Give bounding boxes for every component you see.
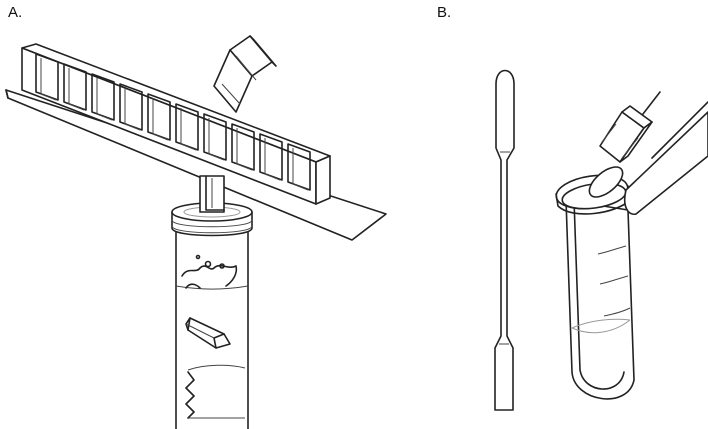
panel-b-label: B. [437,4,452,21]
cuvette-icon [213,35,277,113]
swab-stick-icon [494,69,515,411]
panel-a-label: A. [8,4,23,21]
panel-b [494,69,708,411]
panel-a [5,35,387,429]
inserted-cuvette-icon [199,175,225,213]
sample-tube-icon [175,227,249,429]
cuvette-rack-icon [21,43,331,205]
microcentrifuge-tube-icon [555,174,635,400]
tube-cap-icon [171,202,253,237]
swab-cuvette-icon [599,105,653,163]
inserted-swab-icon [588,91,708,215]
